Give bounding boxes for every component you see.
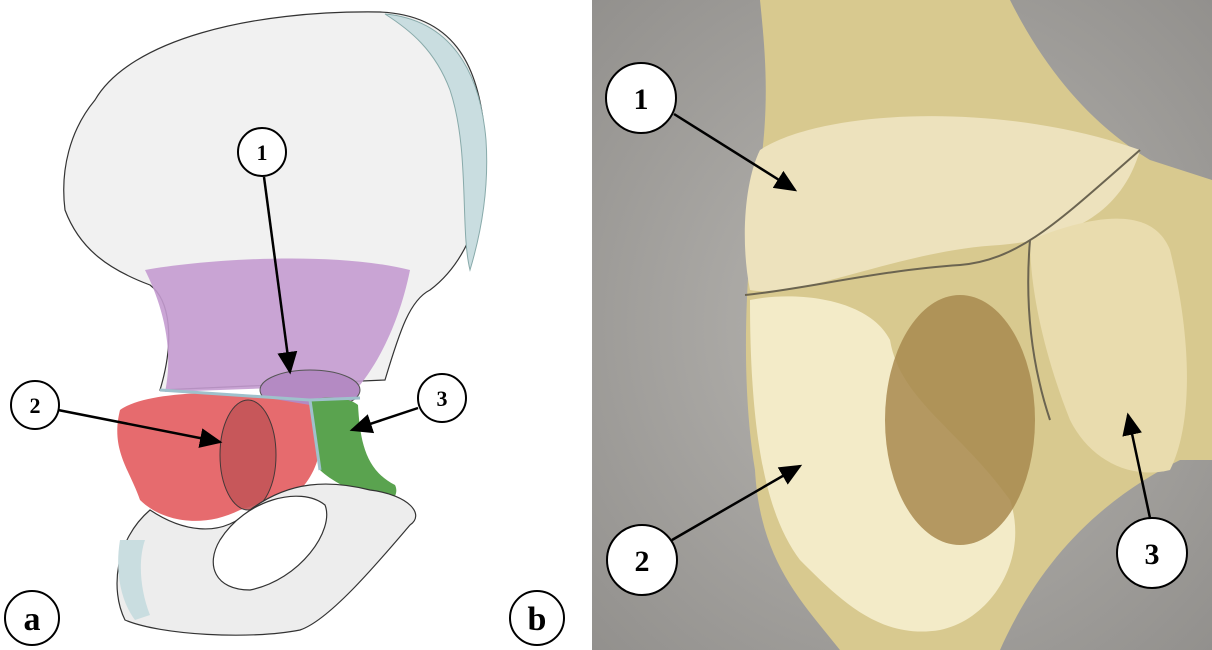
suture-lines: [744, 149, 1141, 421]
panel-label-circle-a: [4, 590, 60, 646]
acetabulum-part-2: [219, 399, 277, 511]
marker-circle-a-1: [237, 127, 287, 177]
panel-a-markers: 1 2 3 a: [4, 127, 467, 646]
pubic-cartilage: [118, 540, 150, 620]
region-3-ischium: [310, 397, 397, 505]
marker-b-1: 1: [634, 83, 649, 116]
arrow-a-2: [57, 408, 223, 448]
acetabular-fossa: [885, 295, 1035, 545]
arrow-b-1: [673, 112, 798, 192]
panel-b-photo: [592, 0, 1212, 650]
marker-b-3: 3: [1145, 538, 1160, 571]
triradiate-cartilage: [159, 388, 361, 471]
marker-circle-b-3: [1116, 517, 1188, 589]
arrow-a-1: [262, 176, 298, 375]
bone-part-2: [750, 296, 1016, 632]
panel-label-circle-b: [509, 590, 565, 646]
region-1-ilium: [145, 258, 410, 392]
obturator-foramen: [212, 495, 328, 591]
marker-b-2: 2: [635, 545, 650, 578]
ilium-rim-cartilage: [384, 13, 488, 272]
marker-a-3: 3: [437, 386, 448, 411]
marker-circle-b-2: [606, 524, 678, 596]
marker-circle-a-2: [10, 380, 60, 430]
arrow-a-3: [349, 406, 419, 434]
panel-b-markers: 1 2 3 b: [509, 62, 1188, 646]
marker-circle-b-1: [605, 62, 677, 134]
bone-head-1: [744, 116, 1140, 292]
panel-label-b: b: [528, 601, 547, 638]
panel-label-a: a: [24, 601, 41, 638]
arrow-b-3: [1122, 412, 1152, 519]
panel-a-illustration: [63, 11, 488, 636]
arrow-b-2: [671, 464, 803, 542]
marker-a-2: 2: [30, 393, 41, 418]
marker-circle-a-3: [417, 373, 467, 423]
bone-part-3: [1030, 218, 1187, 473]
marker-a-1: 1: [257, 140, 268, 165]
